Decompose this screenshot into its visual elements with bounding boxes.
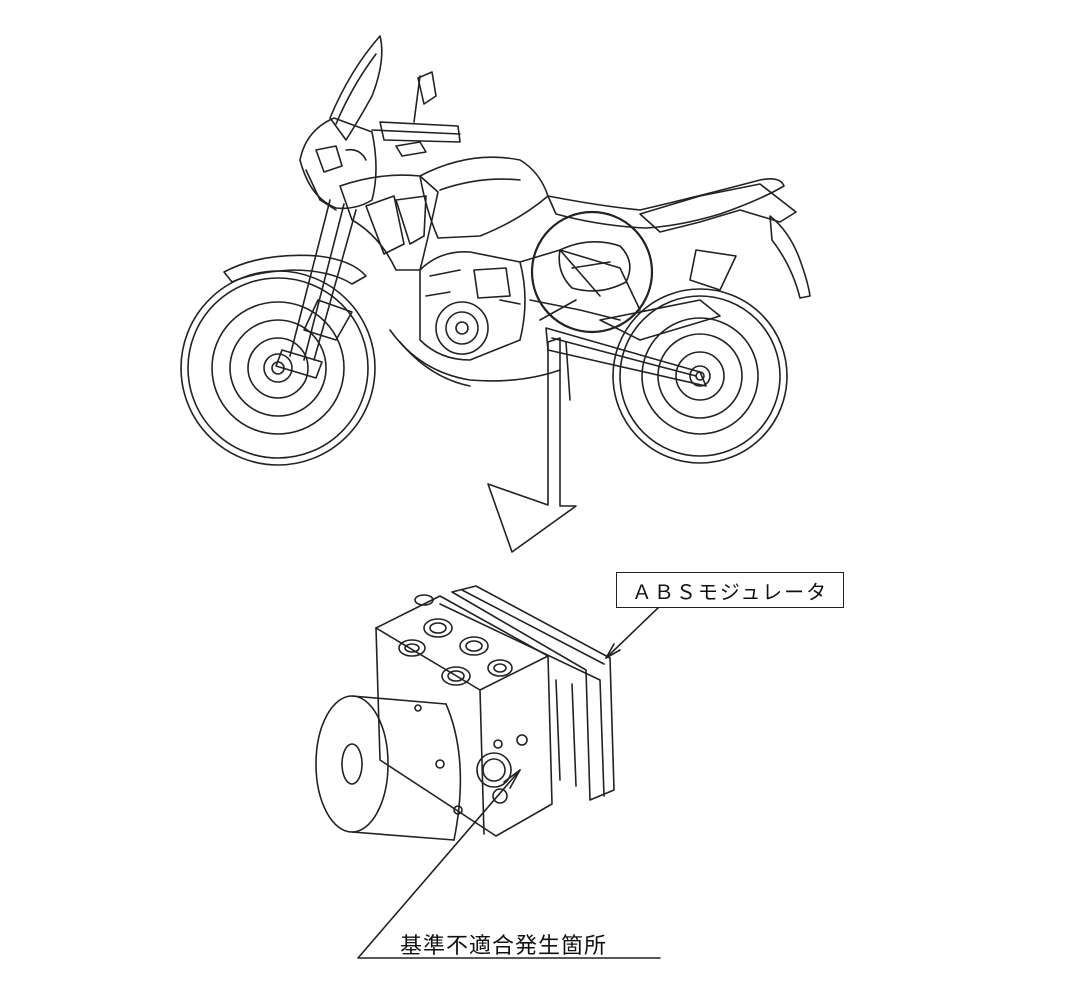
fuel-tank [419,156,549,239]
swingarm [545,299,721,387]
side-fairing [339,174,439,271]
frame [519,249,641,321]
rear-wheel [612,288,788,464]
rear-tail [639,183,811,299]
nonconformity-location-label: 基準不適合発生箇所 [400,934,608,959]
abs-leader-line [605,605,661,659]
engine [389,251,561,387]
windscreen [329,35,383,141]
pointer-arrow [487,337,577,553]
front-fender [223,254,367,285]
front-fork [275,199,357,379]
face-ports [476,734,528,804]
nonconformity-leader-line [357,769,661,959]
abs-modulator-label: ＡＢＳモジュレータ [631,579,829,604]
pump-motor [315,695,463,841]
handlebar [371,121,461,157]
mirror [413,71,437,123]
detail-circle [530,210,654,334]
mounting-bracket [451,585,615,801]
motorcycle-illustration [180,35,811,466]
seat [547,178,785,229]
front-cowl [299,117,377,211]
front-wheel [180,270,376,466]
abs-modulator-label-box: ＡＢＳモジュレータ [616,572,844,608]
brake-ports [398,594,513,686]
valve-block [375,595,553,837]
abs-modulator-illustration [315,585,615,841]
